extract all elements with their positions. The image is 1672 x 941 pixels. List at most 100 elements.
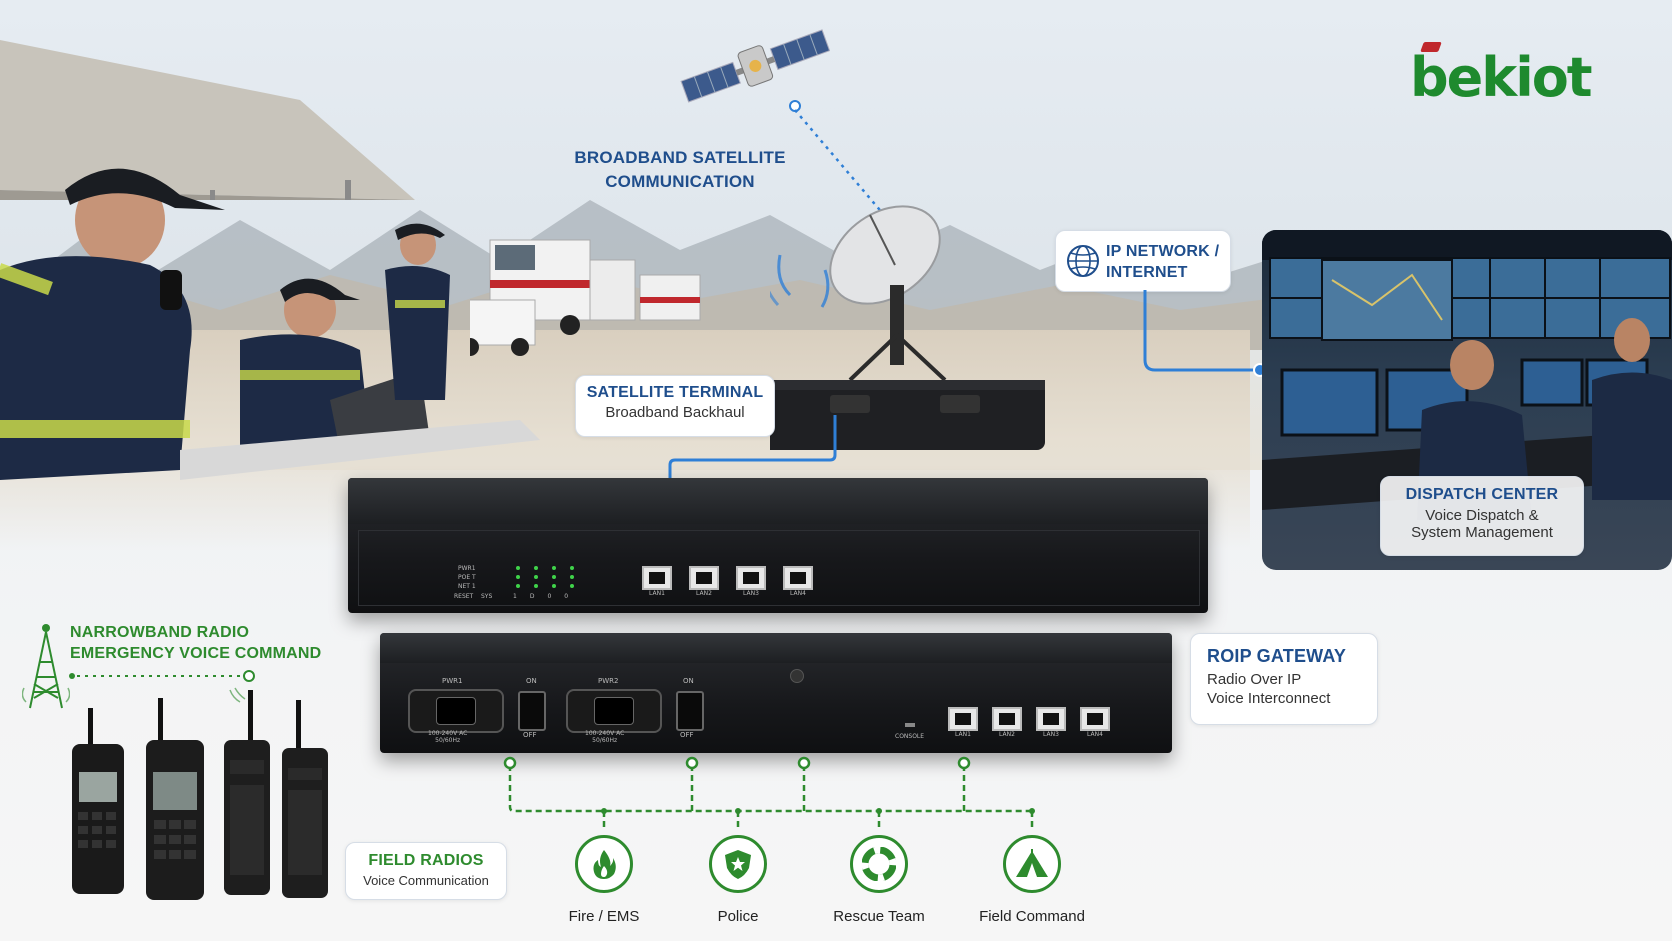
front-lan-ports: LAN1 LAN2 LAN3 LAN4	[642, 566, 813, 597]
sys-label: SYS	[481, 593, 493, 600]
field-radios-subtitle: Voice Communication	[363, 873, 489, 888]
lan-port-label: LAN3	[743, 590, 759, 597]
led-label-pwr1: PWR1	[458, 565, 476, 572]
switch1-off-label: OFF	[523, 731, 537, 739]
tent-icon	[1003, 835, 1061, 893]
unit-field-command[interactable]	[997, 835, 1067, 893]
fire-icon	[575, 835, 633, 893]
lan-port[interactable]	[1036, 707, 1066, 731]
switch2-on-label: ON	[683, 677, 694, 685]
dispatch-center-line1: Voice Dispatch &	[1425, 507, 1539, 524]
unit-link-lines	[503, 756, 1035, 830]
lan-port-label: LAN2	[999, 731, 1015, 738]
reset-label: RESET	[454, 593, 474, 600]
terminal-link-line	[668, 415, 837, 478]
satellite-comm-line2: COMMUNICATION	[605, 172, 755, 191]
ip-network-label: IP NETWORK / INTERNET	[1106, 241, 1219, 283]
unit-label-fire-ems: Fire / EMS	[568, 908, 640, 925]
ground-screw	[790, 669, 804, 683]
led-num-4: 0	[564, 593, 569, 600]
lan-port[interactable]	[992, 707, 1022, 731]
narrowband-line2: EMERGENCY VOICE COMMAND	[70, 645, 322, 662]
status-led-panel: PWR1 POE T NET 1	[458, 564, 476, 591]
narrowband-label: NARROWBAND RADIO EMERGENCY VOICE COMMAND	[70, 622, 321, 664]
roip-gateway-line1: Radio Over IP	[1207, 671, 1302, 688]
led-label-poe: POE T	[458, 574, 476, 581]
lan-port-label: LAN1	[649, 590, 665, 597]
ac-rating-1: 100-240V AC 50/60Hz	[428, 730, 467, 744]
narrowband-line1: NARROWBAND RADIO	[70, 624, 250, 641]
power-switch-1[interactable]	[518, 691, 546, 731]
unit-label-field-command: Field Command	[979, 908, 1085, 925]
ac-rating-2-volt: 100-240V AC	[585, 730, 625, 737]
rear-lan-ports: LAN1 LAN2 LAN3 LAN4	[948, 707, 1110, 738]
ac-rating-2-hz: 50/60Hz	[592, 737, 618, 744]
police-badge-icon	[709, 835, 767, 893]
lan-port-label: LAN3	[1043, 731, 1059, 738]
unit-rescue-team[interactable]	[844, 835, 914, 893]
dispatch-center-card: DISPATCH CENTER Voice Dispatch & System …	[1380, 476, 1584, 556]
led-number-row: 1 D 0 0	[513, 593, 568, 600]
ip-network-card: IP NETWORK / INTERNET	[1055, 230, 1231, 292]
ip-network-line2: INTERNET	[1106, 264, 1188, 281]
satellite-terminal-title: SATELLITE TERMINAL	[586, 384, 764, 401]
unit-label-police: Police	[717, 908, 759, 925]
switch1-on-label: ON	[526, 677, 537, 685]
lan-port-label: LAN2	[696, 590, 712, 597]
satellite-terminal-card: SATELLITE TERMINAL Broadband Backhaul	[575, 375, 775, 437]
roip-gateway-line2: Voice Interconnect	[1207, 690, 1331, 707]
emergency-vehicles	[470, 239, 701, 356]
unit-label-rescue-team: Rescue Team	[833, 908, 925, 925]
satellite-dish	[770, 205, 1045, 450]
roip-gateway-rear-panel: PWR1 100-240V AC 50/60Hz ON OFF PWR2 100…	[380, 633, 1172, 753]
lifebuoy-icon	[850, 835, 908, 893]
globe-icon	[1067, 245, 1099, 277]
roip-gateway-title: ROIP GATEWAY	[1207, 646, 1347, 666]
console-label: CONSOLE	[895, 733, 925, 740]
ac-rating-1-volt: 100-240V AC	[428, 730, 468, 737]
lan-port-label: LAN4	[1087, 731, 1103, 738]
handheld-radios	[72, 690, 328, 900]
roip-gateway-card: ROIP GATEWAY Radio Over IP Voice Interco…	[1190, 633, 1378, 725]
lan-port[interactable]	[642, 566, 672, 590]
control-room-illustration	[1262, 230, 1672, 520]
logo-text: bekiot	[1410, 46, 1593, 109]
unit-police[interactable]	[703, 835, 773, 893]
power-inlet-1[interactable]	[408, 689, 504, 733]
satellite-terminal-subtitle: Broadband Backhaul	[605, 404, 745, 421]
unit-fire-ems[interactable]	[569, 835, 639, 893]
power-switch-2[interactable]	[676, 691, 704, 731]
lan-port[interactable]	[736, 566, 766, 590]
ip-link-line	[1143, 290, 1267, 377]
field-radios-card: FIELD RADIOS Voice Communication	[345, 842, 507, 900]
pwr1-label: PWR1	[442, 677, 463, 685]
dispatch-center-title: DISPATCH CENTER	[1405, 486, 1559, 503]
field-radios-title: FIELD RADIOS	[368, 852, 484, 869]
roip-gateway-front-panel: PWR1 POE T NET 1 RESET SYS 1 D 0 0 LAN1 …	[348, 478, 1208, 613]
pwr2-label: PWR2	[598, 677, 619, 685]
led-label-net: NET 1	[458, 583, 476, 590]
satellite-comm-line1: BROADBAND SATELLITE	[574, 148, 786, 167]
led-num-2: D	[529, 593, 535, 600]
lan-port[interactable]	[783, 566, 813, 590]
lan-port[interactable]	[1080, 707, 1110, 731]
power-inlet-2[interactable]	[566, 689, 662, 733]
field-personnel	[0, 168, 540, 480]
bekiot-logo: bekiot	[1410, 40, 1593, 109]
switch2-off-label: OFF	[680, 731, 694, 739]
radio-tower-icon	[22, 624, 70, 709]
led-num-1: 1	[513, 593, 517, 600]
satellite-comm-label: BROADBAND SATELLITE COMMUNICATION	[560, 146, 800, 194]
lan-port-label: LAN4	[790, 590, 806, 597]
lan-port[interactable]	[948, 707, 978, 731]
narrowband-link-line	[69, 670, 255, 703]
ac-rating-2: 100-240V AC 50/60Hz	[585, 730, 624, 744]
led-num-3: 0	[547, 593, 552, 600]
ip-network-line1: IP NETWORK /	[1106, 243, 1220, 260]
led-array	[516, 566, 574, 588]
satellite-icon	[680, 29, 830, 103]
dispatch-center-line2: System Management	[1411, 524, 1553, 541]
lan-port[interactable]	[689, 566, 719, 590]
ac-rating-1-hz: 50/60Hz	[435, 737, 461, 744]
console-port[interactable]	[905, 723, 915, 727]
